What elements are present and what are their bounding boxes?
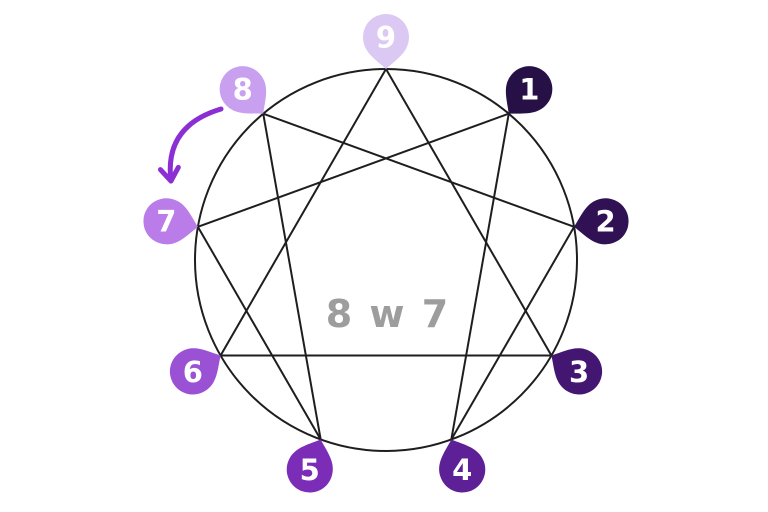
pin-shape-4 (439, 439, 486, 493)
pin-number-1: 1 (519, 73, 539, 107)
pin-number-2: 2 (596, 205, 616, 239)
type-pins: 1 2 3 4 5 6 7 8 9 (143, 14, 629, 493)
pin-shape-6 (169, 348, 221, 395)
connection-line-1-4 (450, 113, 510, 440)
pin-shape-7 (143, 198, 198, 245)
pin-number-3: 3 (569, 355, 589, 389)
pin-shape-2 (574, 198, 629, 245)
pin-1: 1 (505, 66, 553, 114)
pin-number-4: 4 (452, 453, 472, 487)
connection-line-7-1 (197, 112, 510, 228)
pin-shape-8 (219, 66, 267, 114)
pin-number-7: 7 (156, 205, 176, 239)
pin-number-5: 5 (300, 453, 320, 487)
pin-shape-3 (551, 348, 603, 395)
pin-number-9: 9 (376, 20, 396, 54)
pin-3: 3 (551, 348, 603, 395)
pin-8: 8 (219, 66, 267, 114)
connection-line-9-3 (385, 68, 553, 356)
pin-number-6: 6 (183, 355, 203, 389)
pin-shape-9 (363, 14, 409, 69)
pin-6: 6 (169, 348, 221, 395)
pin-number-8: 8 (233, 73, 253, 107)
pin-shape-5 (286, 439, 333, 493)
pin-5: 5 (286, 439, 333, 493)
pin-4: 4 (439, 439, 486, 493)
pin-2: 2 (574, 198, 629, 245)
connection-line-4-2 (450, 226, 575, 440)
pin-9: 9 (363, 14, 409, 69)
connection-lines (197, 68, 575, 440)
pin-shape-1 (505, 66, 553, 114)
connection-line-5-7 (197, 226, 322, 440)
connection-line-6-9 (219, 68, 387, 357)
wing-arrow-8-to-7 (157, 106, 224, 184)
connection-line-2-8 (262, 112, 575, 228)
connection-line-8-5 (262, 113, 322, 440)
enneagram-circle (194, 68, 578, 452)
pin-7: 7 (143, 198, 198, 245)
wing-label: 8 w 7 (326, 292, 450, 336)
